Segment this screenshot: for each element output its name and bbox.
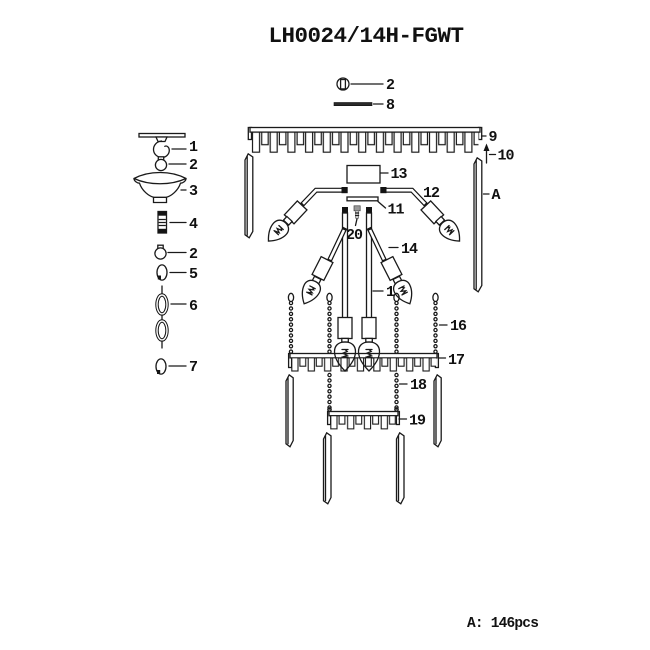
outer-chains: 16 xyxy=(287,292,468,356)
part-ring-nut-lower: 2 xyxy=(154,244,199,263)
callout-2c: 2 xyxy=(386,77,395,94)
callout-7: 7 xyxy=(189,359,197,376)
upper-arm-right: 12 xyxy=(380,185,461,242)
callout-4: 4 xyxy=(189,216,198,233)
callout-18: 18 xyxy=(410,377,427,394)
footer-note: A: 146pcs xyxy=(467,616,538,632)
callout-20: 20 xyxy=(346,227,363,244)
callout-11: 11 xyxy=(388,202,405,219)
part-ceiling-hook: 1 xyxy=(138,132,199,159)
crystal-panel-right: A xyxy=(473,156,502,293)
crystal-panel-left xyxy=(244,152,254,239)
center-light-right xyxy=(357,316,381,372)
bottom-panel-left xyxy=(322,431,332,505)
part-ring-nut-upper: 2 xyxy=(154,156,199,174)
lower-arm-right: 14 xyxy=(366,226,419,305)
callout-12: 12 xyxy=(423,185,440,202)
candle-bulb xyxy=(357,341,381,372)
callout-2a: 2 xyxy=(189,157,198,174)
callout-9: 9 xyxy=(489,129,498,146)
candle-bulb xyxy=(301,279,322,305)
candle-bulb xyxy=(267,219,290,242)
side-panel-lower-right xyxy=(433,373,442,448)
callout-14: 14 xyxy=(401,241,418,258)
part-chain: 6 xyxy=(155,285,199,349)
candle-bulb xyxy=(392,279,413,305)
part-quick-link: 5 xyxy=(156,264,199,283)
page-title: LH0024/14H-FGWT xyxy=(268,23,463,49)
part-canopy: 3 xyxy=(133,171,199,204)
callout-10: 10 xyxy=(498,148,515,165)
inner-chains: 18 xyxy=(327,372,428,413)
callout-5: 5 xyxy=(189,266,198,283)
bottom-crystal-band: 19 xyxy=(326,410,427,430)
center-light-left xyxy=(333,316,357,372)
callout-16: 16 xyxy=(450,318,467,335)
callout-3: 3 xyxy=(189,183,198,200)
lower-arm-left xyxy=(301,226,348,305)
candle-bulb xyxy=(438,219,461,242)
center-connector: 20 xyxy=(346,205,364,244)
callout-6: 6 xyxy=(189,298,198,315)
top-crystal-band: 9 xyxy=(247,126,499,154)
part-threaded-pipe: 4 xyxy=(157,210,199,234)
bottom-panel-right xyxy=(395,431,405,505)
callout-1: 1 xyxy=(189,139,198,156)
callout-8: 8 xyxy=(386,97,395,114)
cross-bar: 11 xyxy=(346,196,406,219)
callout-17: 17 xyxy=(448,352,464,369)
callout-19: 19 xyxy=(409,413,426,430)
candle-bulb xyxy=(333,341,357,372)
part-end-link: 7 xyxy=(155,358,198,376)
callout-2b: 2 xyxy=(189,246,198,263)
callout-a: A xyxy=(492,187,501,204)
callout-13: 13 xyxy=(391,166,408,183)
side-panel-lower-left xyxy=(285,373,294,448)
part-ring-nut-frame: 2 xyxy=(336,77,396,94)
part-rod-8: 8 xyxy=(333,97,396,114)
direction-arrow-icon: 10 xyxy=(483,143,516,165)
driver-box: 13 xyxy=(346,164,409,184)
upper-arm-left xyxy=(267,187,348,242)
